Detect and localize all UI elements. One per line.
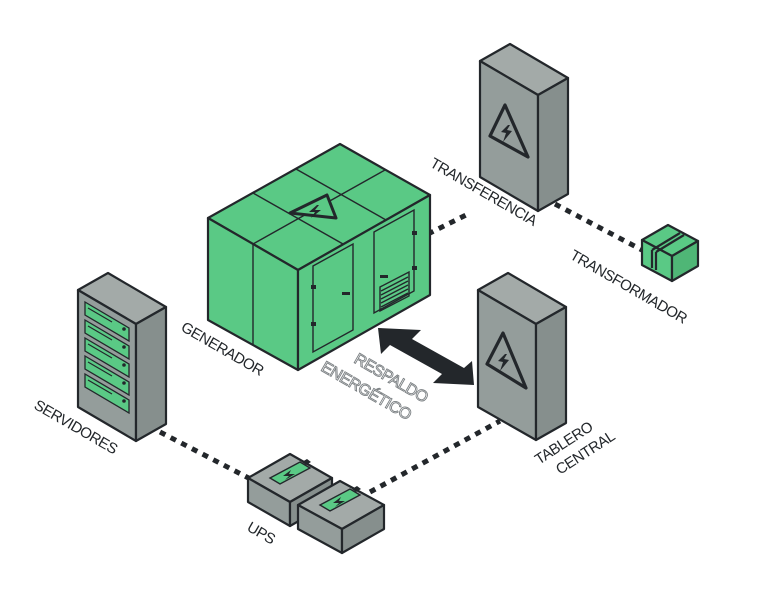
backup-double-arrow bbox=[378, 328, 474, 385]
ups-unit-2 bbox=[296, 479, 386, 555]
connector-ups-tablero bbox=[368, 418, 502, 495]
generator-door-right bbox=[373, 208, 415, 315]
high-voltage-icon bbox=[485, 331, 528, 390]
server-status-led-icons bbox=[122, 327, 126, 403]
connector-transferencia-transformador bbox=[553, 201, 644, 253]
battery-charging-icon bbox=[268, 459, 312, 485]
transfer-switch-cabinet[interactable] bbox=[478, 42, 570, 213]
connectors bbox=[158, 201, 644, 495]
label-ups: UPS bbox=[244, 519, 278, 549]
server-units bbox=[84, 300, 130, 415]
connector-generador-transferencia bbox=[426, 210, 472, 237]
transformer-box[interactable] bbox=[640, 223, 700, 283]
double-arrow-icon bbox=[378, 328, 474, 385]
high-voltage-icon bbox=[288, 193, 338, 220]
vent-grille-icon bbox=[379, 270, 410, 313]
battery-charging-icon bbox=[318, 486, 362, 512]
ups-units[interactable] bbox=[246, 452, 386, 555]
main-panel-cabinet[interactable] bbox=[476, 271, 568, 442]
connector-servidores-ups bbox=[158, 429, 264, 488]
server-rack[interactable] bbox=[76, 271, 168, 443]
high-voltage-icon bbox=[488, 103, 530, 159]
generator-unit[interactable] bbox=[206, 142, 432, 372]
